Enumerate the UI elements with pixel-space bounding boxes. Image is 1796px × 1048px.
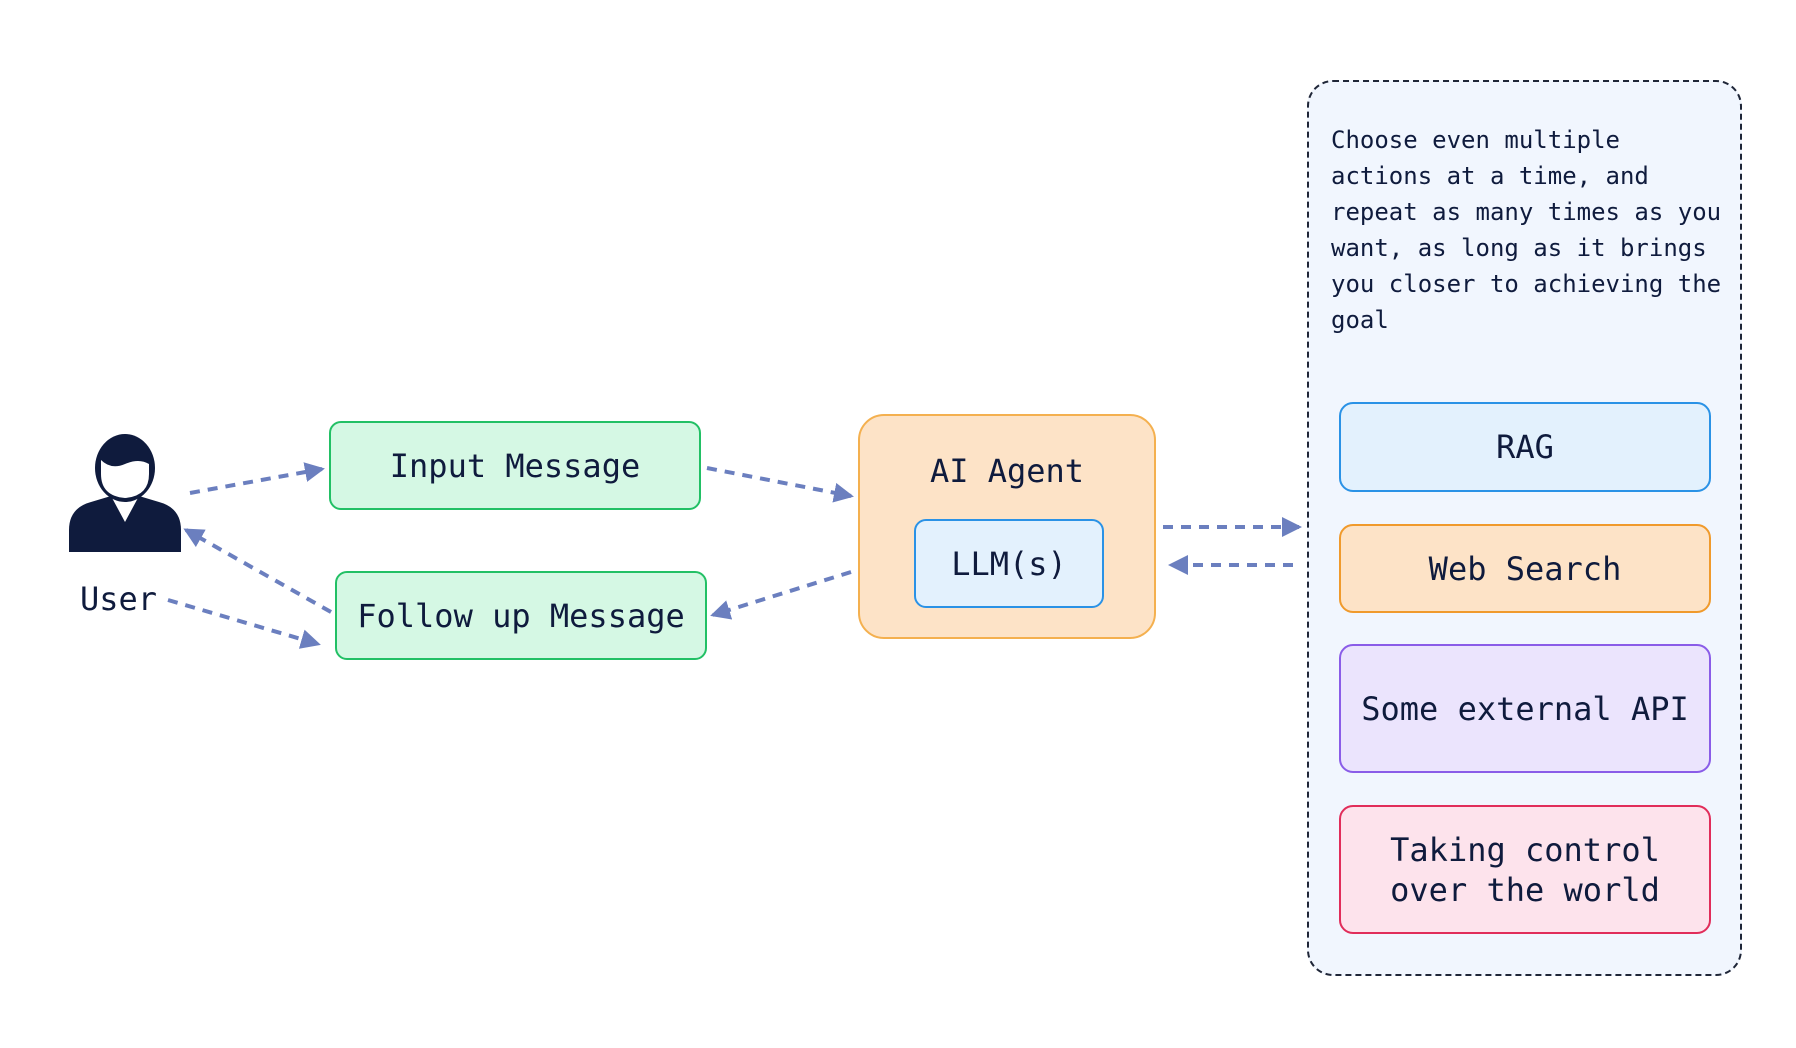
tools-panel-note: Choose even multiple actions at a time, … [1331,126,1722,334]
ai-agent-box: AI Agent LLM(s) [858,414,1156,639]
arrow-user-to-input [189,462,325,495]
arrow-agent-to-followup [710,570,852,620]
user-label: User [80,580,158,618]
tools-panel: Choose even multiple actions at a time, … [1307,80,1742,976]
user-icon [69,434,181,552]
input-message-box: Input Message [329,421,701,510]
tool-taking-control: Taking control over the world [1339,805,1711,934]
arrow-input-to-agent [706,466,854,503]
tool-web-search: Web Search [1339,524,1711,613]
ai-agent-title: AI Agent [929,452,1085,490]
llm-box: LLM(s) [914,519,1104,608]
follow-up-message-box: Follow up Message [335,571,707,660]
arrow-followup-to-user [183,528,332,614]
tool-external-api: Some external API [1339,644,1711,773]
arrow-user-to-followup [167,598,321,649]
tool-rag: RAG [1339,402,1711,492]
